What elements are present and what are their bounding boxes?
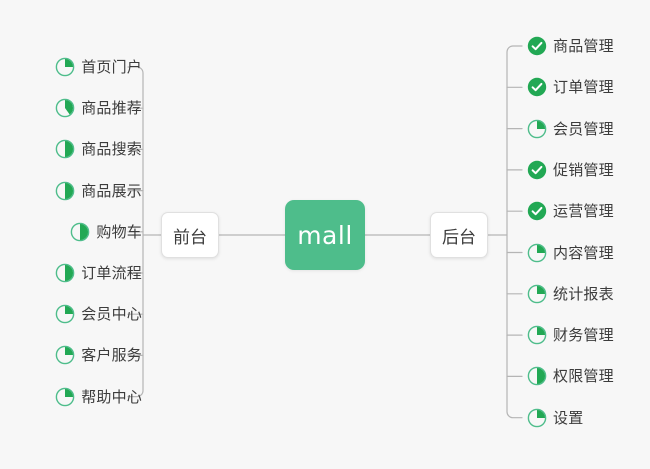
leaf-item-label: 会员管理 — [553, 119, 614, 138]
progress-pie-icon — [55, 140, 75, 159]
leaf-item-frontend_items-3[interactable]: 商品展示 — [55, 178, 142, 204]
progress-pie-icon — [527, 325, 547, 345]
leaf-item-label: 商品展示 — [81, 181, 142, 200]
leaf-item-frontend_items-5[interactable]: 订单流程 — [55, 260, 142, 286]
leaf-item-label: 购物车 — [96, 222, 142, 241]
leaf-item-backend_items-0[interactable]: 商品管理 — [527, 33, 614, 59]
leaf-item-label: 首页门户 — [81, 58, 142, 76]
branch-node-frontend[interactable]: 前台 — [161, 212, 219, 258]
leaf-item-backend_items-6[interactable]: 统计报表 — [527, 281, 614, 307]
branch-node-backend[interactable]: 后台 — [430, 212, 488, 258]
leaf-item-label: 客户服务 — [81, 346, 142, 365]
branch-node-backend-label: 后台 — [442, 227, 476, 248]
check-circle-icon — [527, 36, 547, 56]
leaf-item-backend_items-1[interactable]: 订单管理 — [527, 74, 614, 100]
branch-node-frontend-label: 前台 — [173, 227, 207, 248]
leaf-item-label: 权限管理 — [553, 367, 614, 386]
leaf-item-backend_items-4[interactable]: 运营管理 — [527, 198, 614, 224]
progress-pie-icon — [527, 408, 547, 427]
root-node-mall[interactable]: mall — [285, 200, 365, 270]
progress-pie-icon — [55, 57, 75, 77]
leaf-item-label: 统计报表 — [553, 284, 614, 303]
leaf-item-label: 运营管理 — [553, 202, 614, 221]
leaf-item-label: 帮助中心 — [81, 387, 142, 406]
progress-pie-icon — [527, 367, 547, 386]
leaf-item-backend_items-2[interactable]: 会员管理 — [527, 116, 614, 142]
leaf-item-backend_items-3[interactable]: 促销管理 — [527, 157, 614, 183]
leaf-item-backend_items-5[interactable]: 内容管理 — [527, 240, 614, 266]
leaf-item-frontend_items-2[interactable]: 商品搜索 — [55, 136, 142, 162]
check-circle-icon — [527, 201, 547, 221]
check-circle-icon — [527, 160, 547, 180]
check-circle-icon — [527, 78, 547, 97]
progress-pie-icon — [55, 387, 75, 406]
leaf-item-frontend_items-8[interactable]: 帮助中心 — [55, 384, 142, 410]
leaf-item-label: 内容管理 — [553, 243, 614, 262]
progress-pie-icon — [55, 346, 75, 365]
leaf-item-label: 商品搜索 — [81, 140, 142, 159]
leaf-item-backend_items-7[interactable]: 财务管理 — [527, 322, 614, 348]
leaf-item-frontend_items-0[interactable]: 首页门户 — [55, 54, 142, 80]
leaf-item-backend_items-9[interactable]: 设置 — [527, 405, 583, 431]
progress-pie-icon — [527, 243, 547, 262]
leaf-item-label: 财务管理 — [553, 326, 614, 345]
leaf-item-frontend_items-6[interactable]: 会员中心 — [55, 301, 142, 327]
progress-pie-icon — [527, 284, 547, 304]
leaf-item-backend_items-8[interactable]: 权限管理 — [527, 363, 614, 389]
leaf-item-label: 订单流程 — [81, 264, 142, 282]
leaf-item-label: 商品推荐 — [81, 99, 142, 118]
progress-pie-icon — [71, 222, 90, 242]
progress-pie-icon — [55, 98, 75, 118]
leaf-item-frontend_items-4[interactable]: 购物车 — [70, 219, 142, 245]
progress-pie-icon — [55, 304, 75, 324]
leaf-item-frontend_items-7[interactable]: 客户服务 — [55, 342, 142, 368]
leaf-item-label: 订单管理 — [553, 78, 614, 97]
progress-pie-icon — [55, 263, 75, 283]
leaf-item-label: 促销管理 — [553, 160, 614, 179]
root-node-label: mall — [297, 220, 353, 250]
leaf-item-label: 会员中心 — [81, 305, 142, 324]
progress-pie-icon — [55, 181, 75, 200]
leaf-item-label: 商品管理 — [553, 37, 614, 55]
leaf-item-label: 设置 — [553, 408, 584, 427]
progress-pie-icon — [527, 119, 547, 138]
leaf-item-frontend_items-1[interactable]: 商品推荐 — [55, 95, 142, 121]
